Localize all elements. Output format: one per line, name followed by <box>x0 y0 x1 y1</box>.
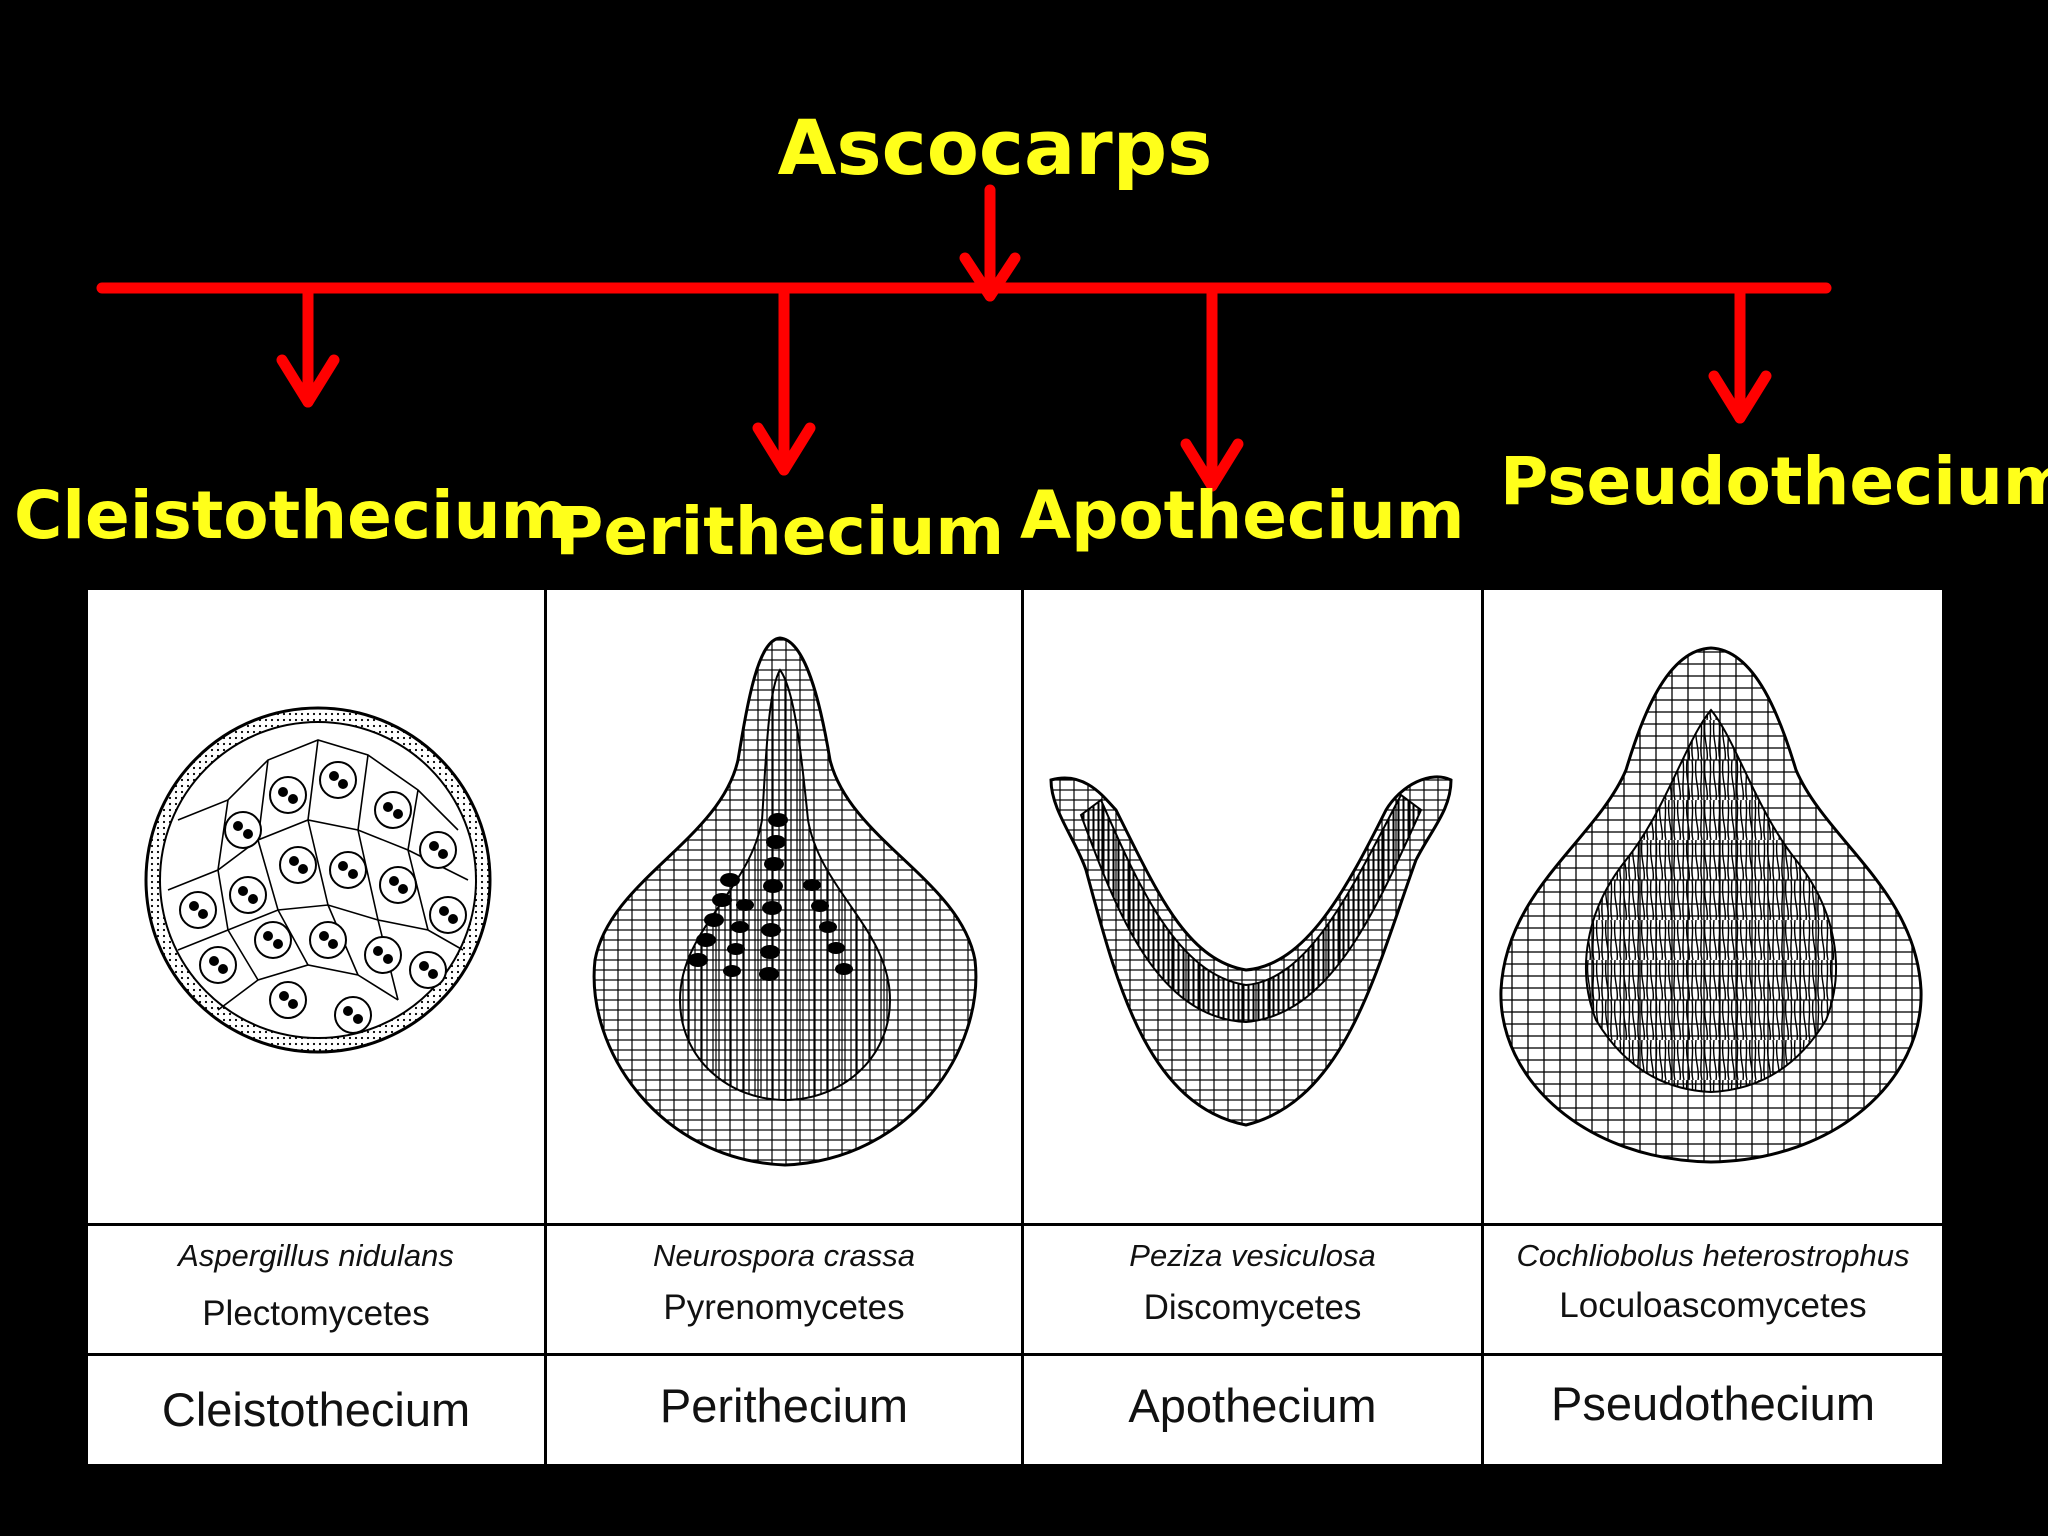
classification-arrows <box>96 184 1832 492</box>
arrow-head-pseudothecium <box>1708 370 1772 424</box>
species-cleistothecium: Aspergillus nidulans <box>178 1238 454 1273</box>
ascocarp-comparison-table: Aspergillus nidulans Plectomycetes Cleis… <box>88 590 1942 1464</box>
grid-line <box>1021 590 1024 1464</box>
diagram-title: Ascocarps <box>777 103 1213 192</box>
arrow-head-apothecium <box>1180 438 1244 492</box>
label-perithecium: Perithecium <box>555 493 1005 570</box>
name-perithecium: Perithecium <box>659 1379 909 1432</box>
name-cleistothecium: Cleistothecium <box>161 1383 471 1436</box>
arrow-head-cleistothecium <box>276 354 340 408</box>
name-pseudothecium: Pseudothecium <box>1551 1377 1875 1430</box>
grid-line <box>88 1353 1942 1356</box>
grid-line <box>88 1223 1942 1226</box>
class-apothecium: Discomycetes <box>1143 1288 1362 1327</box>
species-perithecium: Neurospora crassa <box>653 1238 915 1273</box>
grid-line <box>1481 590 1484 1464</box>
class-perithecium: Pyrenomycetes <box>663 1288 905 1327</box>
label-cleistothecium: Cleistothecium <box>14 477 570 554</box>
title-arrow-head <box>959 252 1021 302</box>
species-apothecium: Peziza vesiculosa <box>1129 1238 1376 1273</box>
class-cleistothecium: Plectomycetes <box>202 1294 430 1333</box>
name-apothecium: Apothecium <box>1128 1379 1377 1432</box>
class-pseudothecium: Loculoascomycetes <box>1559 1286 1867 1325</box>
perithecium-illustration <box>592 636 978 1167</box>
grid-line <box>544 590 547 1464</box>
pseudothecium-illustration <box>1499 646 1923 1164</box>
species-pseudothecium: Cochliobolus heterostrophus <box>1516 1238 1910 1273</box>
cleistothecium-illustration <box>144 706 492 1054</box>
arrow-head-perithecium <box>752 422 816 476</box>
apothecium-illustration <box>1049 775 1453 1127</box>
label-apothecium: Apothecium <box>1020 477 1465 554</box>
label-pseudothecium: Pseudothecium <box>1500 443 2048 520</box>
